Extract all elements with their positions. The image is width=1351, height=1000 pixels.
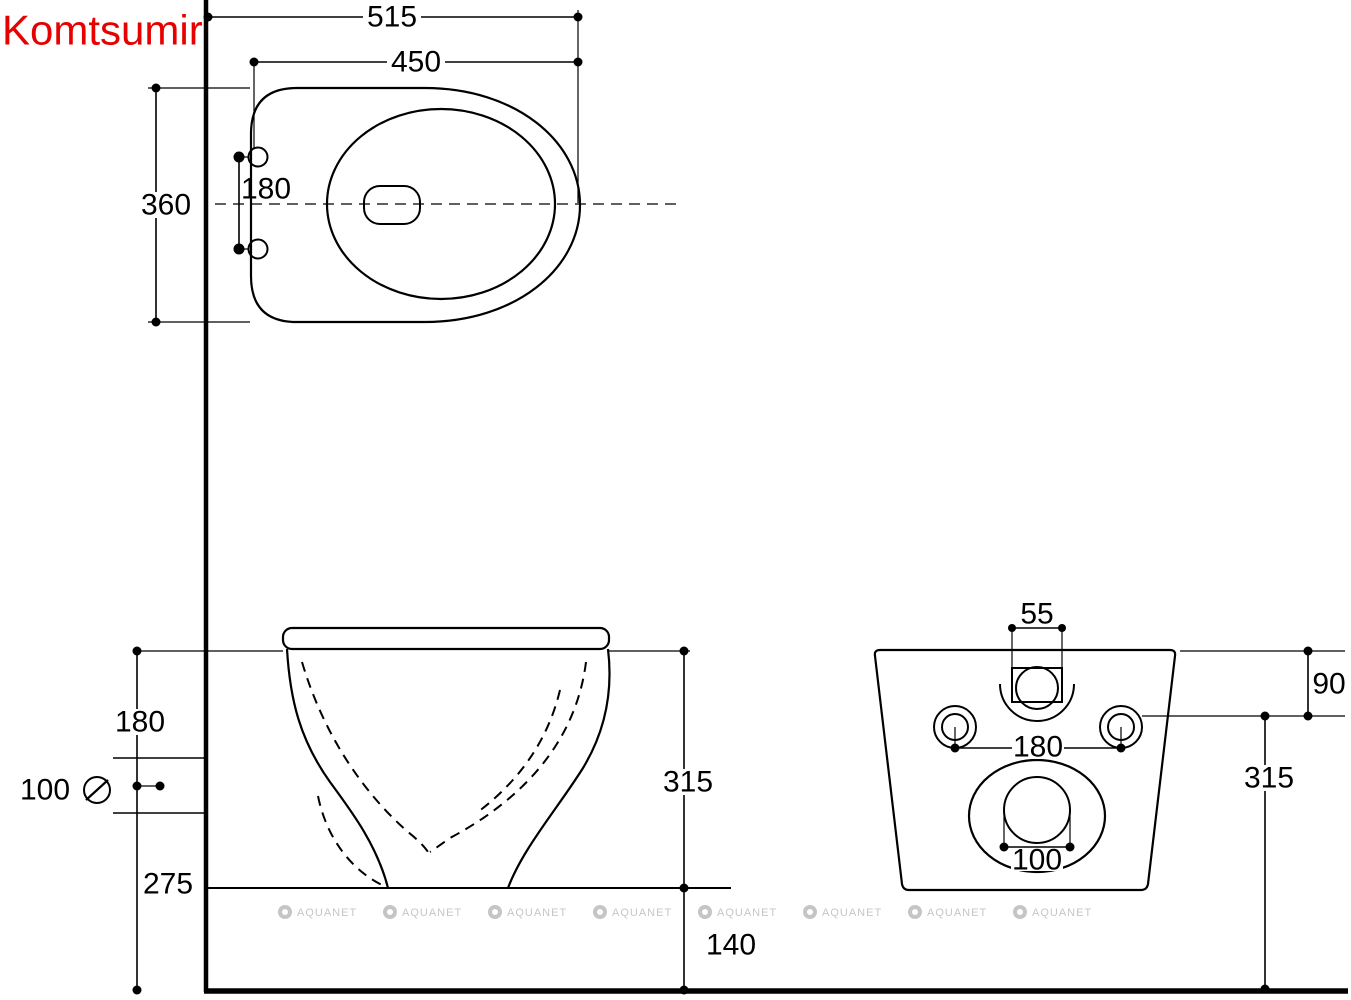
top-view: 515 450 360 180 xyxy=(137,1,678,327)
dim-100-rear: 100 xyxy=(999,812,1075,877)
rear-view: 55 180 100 90 xyxy=(873,598,1346,994)
watermark: AQUANET xyxy=(1013,905,1092,919)
dim-180-rear-label: 180 xyxy=(1013,731,1063,764)
dim-315-side-label: 315 xyxy=(663,766,713,799)
side-view-seat xyxy=(281,626,611,651)
watermark: AQUANET xyxy=(488,905,567,919)
brand-logo: Komtsumir xyxy=(2,7,203,54)
diameter-icon xyxy=(83,776,111,804)
dim-360-label: 360 xyxy=(141,189,191,222)
watermark: AQUANET xyxy=(908,905,987,919)
dim-180-top-label: 180 xyxy=(241,173,291,206)
dim-55: 55 xyxy=(1008,598,1066,668)
svg-text:AQUANET: AQUANET xyxy=(717,907,777,919)
side-view-back-profile xyxy=(285,648,390,889)
dim-180-rear: 180 xyxy=(950,727,1126,764)
rear-view-body xyxy=(873,648,1177,892)
top-view-mounting-holes xyxy=(233,146,269,260)
svg-text:AQUANET: AQUANET xyxy=(612,907,672,919)
top-view-outer-contour xyxy=(249,86,582,324)
dim-450: 450 xyxy=(249,46,583,148)
dim-315-rear-label: 315 xyxy=(1244,762,1294,795)
dim-450-label: 450 xyxy=(391,46,441,79)
side-view: 315 140 180 275 100 xyxy=(20,626,756,995)
dim-180-side-label: 180 xyxy=(115,706,165,739)
reference-lines xyxy=(203,0,1348,994)
top-view-drain-opening xyxy=(363,185,421,225)
dim-100-rear-label: 100 xyxy=(1012,844,1062,877)
watermark: AQUANET xyxy=(278,905,357,919)
rear-view-drain xyxy=(967,758,1107,874)
svg-text:AQUANET: AQUANET xyxy=(1032,907,1092,919)
dim-140-label: 140 xyxy=(706,929,756,962)
dim-315-side: 315 xyxy=(659,646,717,893)
watermark: AQUANET xyxy=(803,905,882,919)
side-view-trapway-hidden-lines xyxy=(301,661,587,887)
watermark: AQUANET xyxy=(698,905,777,919)
svg-text:AQUANET: AQUANET xyxy=(402,907,462,919)
svg-text:AQUANET: AQUANET xyxy=(927,907,987,919)
dim-90: 90 xyxy=(1142,646,1346,721)
watermarks: AQUANET AQUANET AQUANET AQUANET AQUANET … xyxy=(278,905,1092,919)
dim-515-label: 515 xyxy=(367,1,417,34)
svg-text:AQUANET: AQUANET xyxy=(297,907,357,919)
dim-275-label: 275 xyxy=(143,868,193,901)
dim-515: 515 xyxy=(203,1,583,203)
dim-55-label: 55 xyxy=(1020,598,1053,631)
side-view-front-profile xyxy=(506,648,611,889)
rear-view-inlet xyxy=(999,666,1075,722)
svg-text:AQUANET: AQUANET xyxy=(507,907,567,919)
dim-140: 140 xyxy=(679,888,756,995)
drain-pipe-callout: 100 xyxy=(20,757,206,814)
watermark: AQUANET xyxy=(383,905,462,919)
dim-360: 360 xyxy=(137,83,250,327)
dim-180-275-side: 180 275 xyxy=(112,646,196,995)
svg-text:AQUANET: AQUANET xyxy=(822,907,882,919)
dim-90-label: 90 xyxy=(1312,668,1345,701)
watermark: AQUANET xyxy=(593,905,672,919)
dim-315-rear: 315 xyxy=(1240,711,1298,994)
dim-100-side-label: 100 xyxy=(20,774,70,807)
